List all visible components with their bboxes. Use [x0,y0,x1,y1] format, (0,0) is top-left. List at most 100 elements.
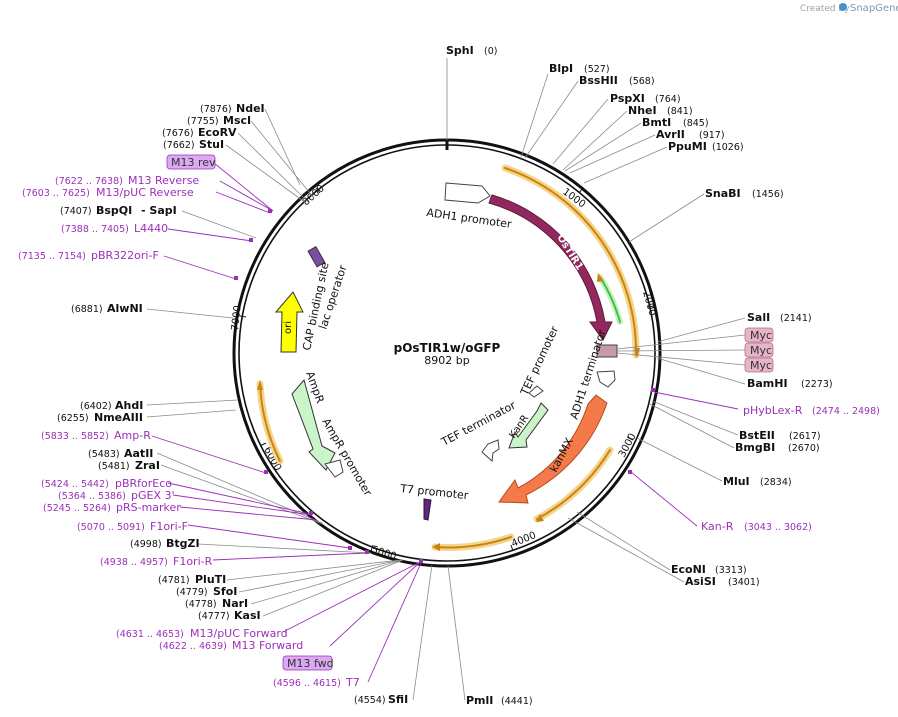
site-aatii-name: AatII [124,447,153,460]
site-sapi-name: - SapI [141,204,177,217]
m13-rev-box [166,154,216,170]
site-bsshii-name: BssHII [579,74,618,87]
primer-m13-reverse-name: M13 Reverse [128,174,199,187]
site-aatii-pos: (5483) [88,449,120,460]
site-ppumi-name: PpuMI [668,140,707,153]
site-asisi-pos: (3401) [728,577,760,588]
primer-l4440-pos: (7388 .. 7405) [61,224,129,235]
site-bspqi-name: BspQI [96,204,132,217]
site-bsshii-pos: (568) [629,76,655,87]
site-bmti-name: BmtI [642,116,671,129]
site-ecorv-name: EcoRV [198,126,237,139]
adh1-terminator-arrow [596,370,616,388]
site-ahdi-name: AhdI [115,399,143,412]
site-nari-name: NarI [222,597,248,610]
label-ori: ori [283,321,294,334]
site-ndei-pos: (7876) [200,104,232,115]
site-kasi-pos: (4777) [198,611,230,622]
site-blpi-pos: (527) [584,64,610,75]
site-zrai-name: ZraI [135,459,160,472]
site-msci-name: MscI [223,114,251,127]
ori-arrow [274,291,304,353]
site-nmeaiii-pos: (6255) [57,413,89,424]
primer-m13puc-forward-name: M13/pUC Forward [190,627,288,640]
label-t7-promoter: T7 promoter [399,482,470,502]
site-avrii-name: AvrII [656,128,685,141]
ampr-arrow [291,378,336,471]
site-bamhi-name: BamHI [747,377,788,390]
ampr-promoter-arrow [324,459,344,478]
primer-pbr322ori-f-pos: (7135 .. 7154) [18,251,86,262]
site-sphi-pos: (0) [484,46,497,57]
site-pluti-pos: (4781) [158,575,190,586]
primer-m13puc-reverse-name: M13/pUC Reverse [96,186,194,199]
site-ndei-name: NdeI [236,102,265,115]
site-pluti-name: PluTI [195,573,226,586]
site-ppumi-pos: (1026) [712,142,744,153]
primer-amp-r-name: Amp-R [114,429,151,442]
site-zrai-pos: (5481) [98,461,130,472]
primer-f1ori-r-name: F1ori-R [173,555,213,568]
site-avrii-pos: (917) [699,130,725,141]
primer-pbrforeco-name: pBRforEco [115,477,172,490]
primer-pbrforeco-pos: (5424 .. 5442) [41,479,109,490]
site-bmgbi-name: BmgBI [735,441,775,454]
site-mlui-pos: (2834) [760,477,792,488]
tick-5000: 5000 [370,544,398,562]
site-ecorv-pos: (7676) [162,128,194,139]
cap-lac-block [307,246,326,268]
site-pmli-name: PmlI [466,694,493,707]
site-sali-name: SalI [747,311,770,324]
site-pmli-pos: (4441) [501,696,533,707]
snapgene-logo-icon [839,3,847,11]
primer-m13puc-forward-pos: (4631 .. 4653) [116,629,184,640]
site-btgzi-name: BtgZI [166,537,200,550]
myc-label-1: Myc [750,329,772,342]
ostir1-arrow [488,194,613,341]
site-sfoi-pos: (4779) [176,587,208,598]
site-msci-pos: (7755) [187,116,219,127]
site-sali-pos: (2141) [780,313,812,324]
site-bsteii-name: BstEII [739,429,775,442]
primer-m13-forward-pos: (4622 .. 4639) [159,641,227,652]
m13-fwd-label: M13 fwd [287,657,334,670]
site-alwni-pos: (6881) [71,304,103,315]
m13-rev-label: M13 rev [171,156,216,169]
created-by-text: Created by [800,4,850,14]
plasmid-length: 8902 bp [424,354,469,367]
m13-fwd-box [282,655,333,671]
site-bmti-pos: (845) [683,118,709,129]
site-snabi-name: SnaBI [705,187,741,200]
primer-pgex3-pos: (5364 .. 5386) [58,491,126,502]
site-alwni-name: AlwNI [107,302,143,315]
site-blpi-name: BlpI [549,62,573,75]
site-bsteii-pos: (2617) [789,431,821,442]
site-sfii-pos: (4554) [354,695,386,706]
site-pspxi-pos: (764) [655,94,681,105]
site-econi-name: EcoNI [671,563,706,576]
primer-phyblex-r-name: pHybLex-R [743,404,803,417]
site-sphi-name: SphI [446,44,474,57]
primer-m13puc-reverse-pos: (7603 .. 7625) [22,188,90,199]
site-pspxi-name: PspXI [610,92,645,105]
plasmid-name: pOsTIR1w/oGFP [394,341,501,355]
primer-m13-reverse-pos: (7622 .. 7638) [55,176,123,187]
kanmx-arrow [498,394,608,504]
site-bspqi-pos: (7407) [60,206,92,217]
site-nhei-pos: (841) [667,106,693,117]
site-sfii-name: SfiI [388,693,408,706]
primer-f1ori-r-pos: (4938 .. 4957) [100,557,168,568]
primer-kan-r-pos: (3043 .. 3062) [744,522,812,533]
myc-label-2: Myc [750,344,772,357]
site-bmgbi-pos: (2670) [788,443,820,454]
site-sfoi-name: SfoI [213,585,237,598]
tef-promoter-arrow [528,385,544,398]
kanr-arrow [508,402,549,449]
primer-kan-r-name: Kan-R [701,520,734,533]
primer-prs-marker-name: pRS-marker [116,501,181,514]
adh1-promoter-arrow [444,182,491,204]
site-btgzi-pos: (4998) [130,539,162,550]
tick-7000: 7000 [230,305,244,331]
site-bamhi-pos: (2273) [801,379,833,390]
